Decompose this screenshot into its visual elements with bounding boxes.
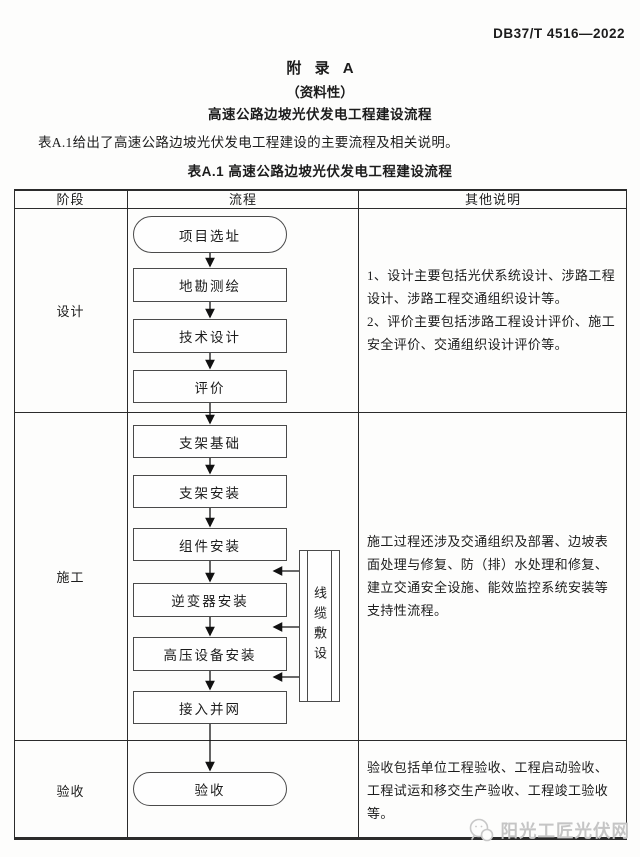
flow-node-module-install: 组件安装: [133, 528, 287, 561]
watermark-text: 阳光工匠光伏网: [500, 821, 630, 841]
appendix-subtitle: （资料性）: [286, 85, 354, 100]
column-header-notes: 其他说明: [464, 192, 521, 207]
flow-node-bracket-install: 支架安装: [133, 475, 287, 508]
sunshine-craftsman-logo-icon: [469, 818, 493, 842]
appendix-heading: 高速公路边坡光伏发电工程建设流程: [208, 107, 432, 122]
column-header-stage: 阶段: [56, 192, 85, 207]
table-row-divider-1: [14, 412, 627, 413]
notes-acceptance: 验收包括单位工程验收、工程启动验收、工程试运和移交生产验收、工程竣工验收等。: [367, 759, 609, 821]
table-column-divider-2: [358, 189, 359, 840]
doc-number: DB37/T 4516—2022: [493, 26, 625, 41]
cable-laying-label: 线缆敷设: [312, 586, 327, 666]
stage-label-construction: 施工: [56, 569, 85, 585]
watermark: 阳光工匠光伏网: [466, 817, 631, 844]
table-header-divider: [14, 208, 627, 209]
stage-label-acceptance: 验收: [56, 783, 85, 799]
flow-node-cable-laying: 线缆敷设: [299, 550, 340, 702]
table-caption: 表A.1 高速公路边坡光伏发电工程建设流程: [187, 164, 453, 179]
table-outer-border: [14, 189, 627, 840]
flow-node-acceptance: 验收: [133, 772, 287, 806]
notes-construction: 施工过程还涉及交通组织及部署、边坡表面处理与修复、防（排）水处理和修复、建立交通…: [367, 534, 609, 618]
appendix-title: 附 录 A: [286, 60, 354, 77]
flow-node-technical-design: 技术设计: [133, 319, 287, 353]
flow-node-site-selection: 项目选址: [133, 216, 287, 253]
intro-paragraph: 表A.1给出了高速公路边坡光伏发电工程建设的主要流程及相关说明。: [38, 135, 459, 150]
flow-node-bracket-foundation: 支架基础: [133, 425, 287, 458]
flow-node-inverter-install: 逆变器安装: [133, 583, 287, 617]
flow-node-geological-survey: 地勘测绘: [133, 268, 287, 302]
notes-design: 1、设计主要包括光伏系统设计、涉路工程设计、涉路工程交通组织设计等。 2、评价主…: [367, 268, 616, 352]
table-row-divider-2: [14, 740, 627, 741]
stage-label-design: 设计: [56, 303, 85, 319]
table-column-divider-1: [127, 189, 128, 840]
column-header-process: 流程: [228, 192, 257, 207]
flow-node-grid-connection: 接入并网: [133, 691, 287, 724]
flow-node-hv-equipment-install: 高压设备安装: [133, 637, 287, 671]
flow-node-evaluation: 评价: [133, 370, 287, 403]
